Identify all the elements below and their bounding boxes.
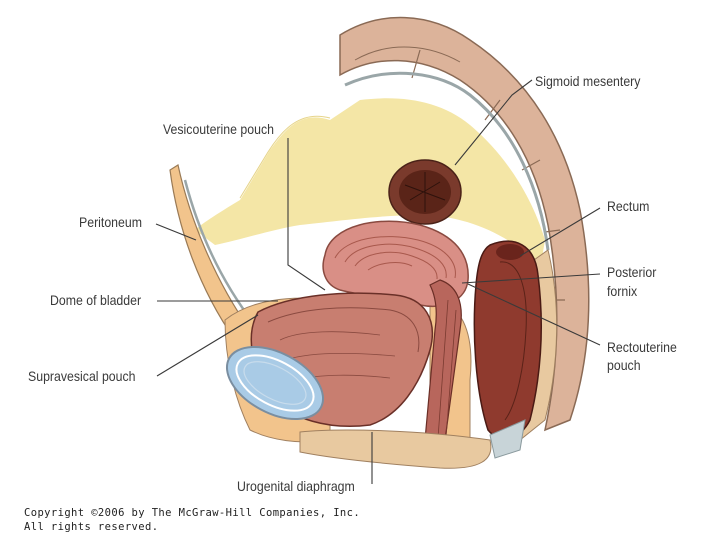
label-urogenital-diaphragm: Urogenital diaphragm	[237, 478, 355, 495]
label-dome-of-bladder: Dome of bladder	[50, 292, 141, 309]
copyright-line-2: All rights reserved.	[24, 521, 158, 534]
label-vesicouterine-pouch: Vesicouterine pouch	[163, 121, 274, 138]
label-supravesical-pouch: Supravesical pouch	[28, 368, 136, 385]
label-rectum: Rectum	[607, 198, 649, 215]
label-peritoneum: Peritoneum	[79, 214, 142, 231]
label-posterior-fornix-line2: fornix	[607, 283, 637, 300]
label-posterior-fornix-line1: Posterior	[607, 264, 656, 281]
copyright-line-1: Copyright ©2006 by The McGraw-Hill Compa…	[24, 507, 360, 520]
label-sigmoid-mesentery: Sigmoid mesentery	[535, 73, 640, 90]
label-rectouterine-pouch-line1: Rectouterine	[607, 339, 677, 356]
label-rectouterine-pouch-line2: pouch	[607, 357, 641, 374]
rectum	[474, 241, 541, 438]
